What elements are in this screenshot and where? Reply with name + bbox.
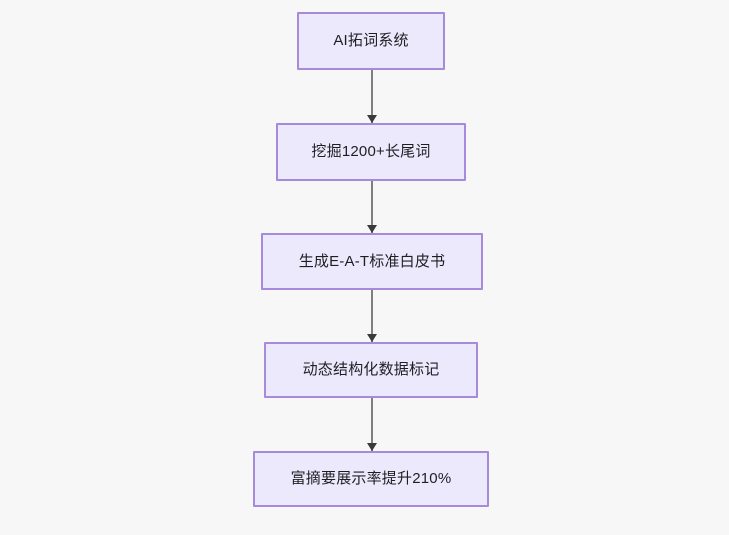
flow-node-ai-keyword-system[interactable]: AI拓词系统 — [297, 12, 445, 70]
arrowhead-icon — [367, 225, 377, 233]
arrowhead-icon — [367, 334, 377, 342]
flow-node-rich-snippet-result[interactable]: 富摘要展示率提升210% — [253, 451, 489, 507]
edge-line — [371, 70, 373, 123]
edge-line — [371, 398, 373, 451]
edge-line — [371, 290, 373, 342]
flow-node-eat-whitepaper[interactable]: 生成E-A-T标准白皮书 — [261, 233, 483, 290]
arrowhead-icon — [367, 443, 377, 451]
flow-node-longtail-keywords[interactable]: 挖掘1200+长尾词 — [276, 123, 466, 181]
edge-line — [371, 181, 373, 233]
arrowhead-icon — [367, 115, 377, 123]
flow-node-structured-data-markup[interactable]: 动态结构化数据标记 — [264, 342, 478, 398]
